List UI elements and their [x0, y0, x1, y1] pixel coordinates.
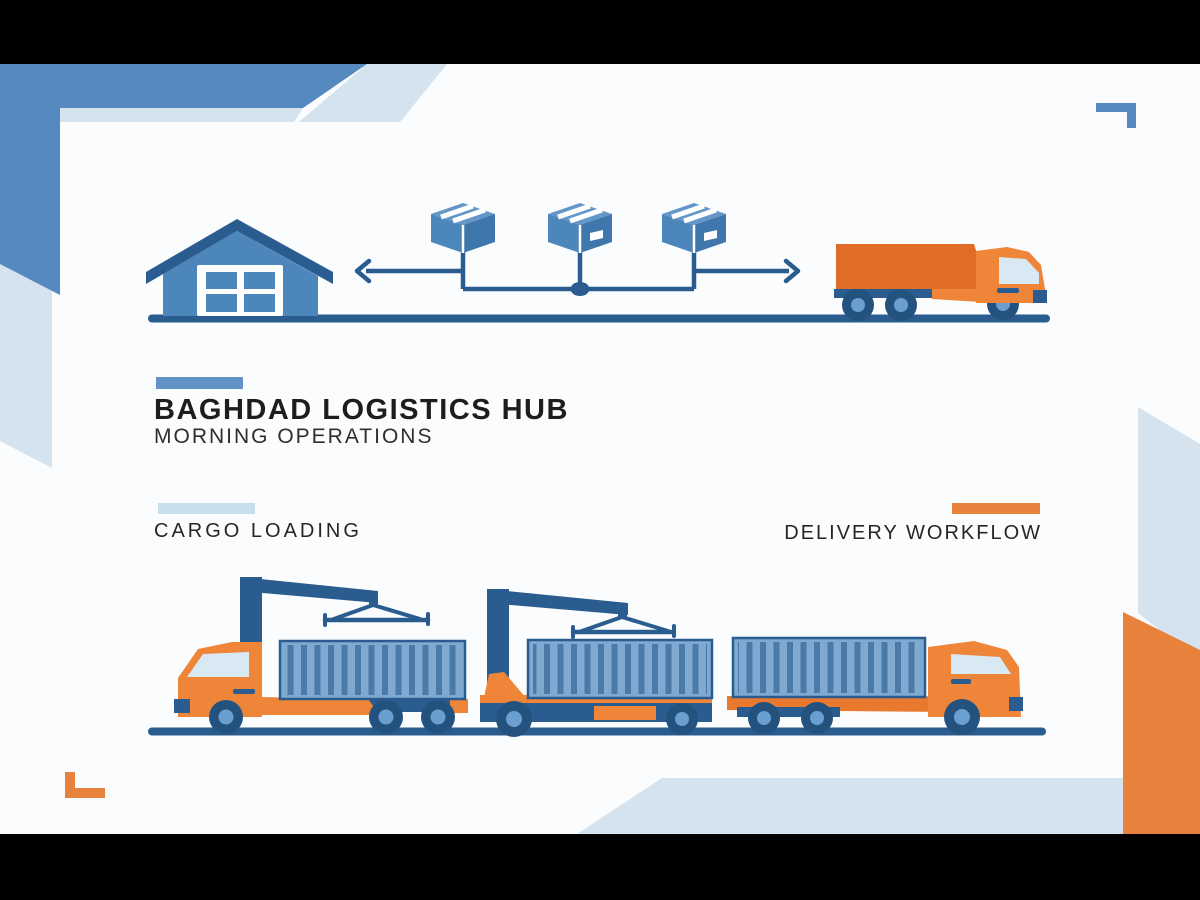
left-arrow-icon — [354, 258, 372, 284]
title-accent-bar — [156, 377, 243, 389]
corner-bracket-icon — [65, 772, 105, 798]
parcel-icon — [548, 203, 612, 253]
container-truck-icon — [174, 639, 468, 734]
section-label-delivery: DELIVERY WORKFLOW — [784, 522, 1042, 544]
letterbox-bar-top — [0, 0, 1200, 64]
page-subtitle: MORNING OPERATIONS — [154, 425, 434, 448]
cargo-accent-bar — [158, 503, 255, 514]
parcel-icon — [662, 203, 726, 253]
parcel-icon — [431, 203, 495, 253]
corner-bracket-icon — [1096, 103, 1136, 128]
container-truck-icon — [727, 636, 1023, 735]
right-arrow-icon — [783, 258, 801, 284]
letterbox-bar-bottom — [0, 834, 1200, 900]
warehouse-icon — [146, 219, 333, 316]
delivery-accent-bar — [952, 503, 1040, 514]
section-label-cargo: CARGO LOADING — [154, 520, 362, 542]
flatbed-trailer-icon — [480, 638, 714, 737]
page-title: BAGHDAD LOGISTICS HUB — [154, 394, 569, 426]
connector-node — [570, 282, 590, 296]
delivery-truck-icon — [834, 244, 1047, 321]
parcel-flow-connector — [354, 250, 801, 296]
